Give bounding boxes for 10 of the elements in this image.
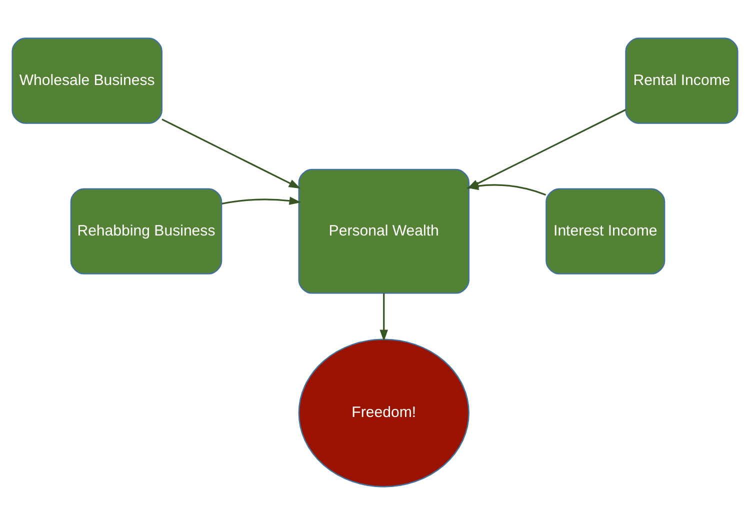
node-box: Wholesale Business	[12, 37, 162, 124]
node-ellipse: Freedom!	[298, 338, 470, 487]
node-box: Interest Income	[546, 188, 666, 274]
arrow	[466, 181, 546, 196]
node-box: Rental Income	[625, 37, 738, 124]
arrow	[380, 292, 388, 342]
arrow	[222, 196, 302, 204]
node-box: Rehabbing Business	[70, 188, 222, 274]
arrow	[162, 118, 301, 188]
node-box: Personal Wealth	[298, 168, 470, 294]
